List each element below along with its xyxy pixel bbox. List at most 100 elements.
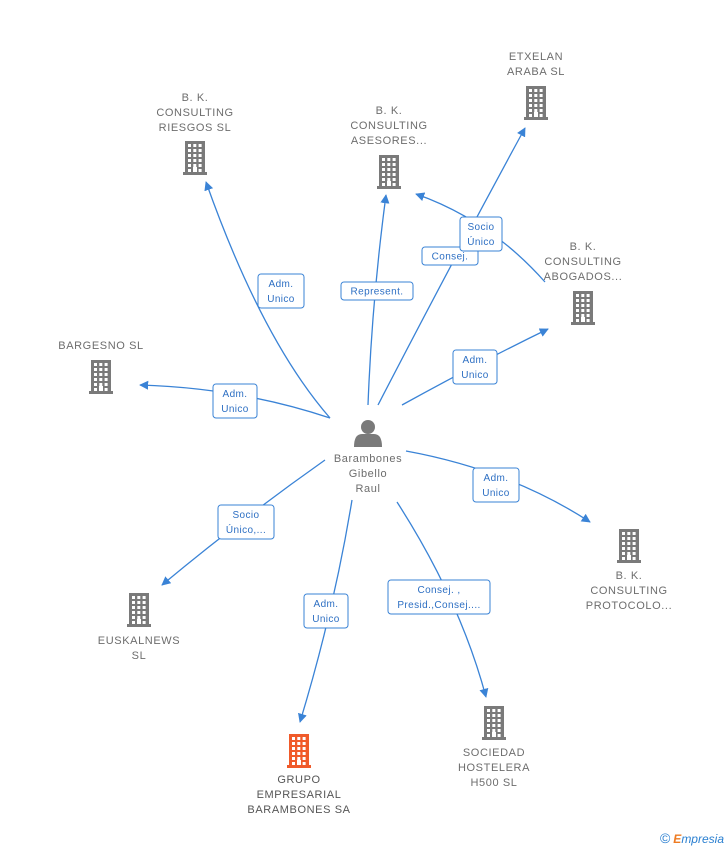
node-label-line: CONSULTING (156, 107, 233, 119)
company-node-bargesno[interactable]: BARGESNO SL (58, 340, 143, 394)
edge-label-bk-protocolo[interactable]: Adm.Unico (472, 467, 520, 503)
node-label-line: BARAMBONES SA (247, 804, 350, 816)
node-label-line: CONSULTING (590, 585, 667, 597)
edge-label-box (212, 383, 258, 419)
edge-label-text: Adm. (269, 279, 294, 290)
node-label-line: B. K. (182, 92, 209, 104)
building-icon (571, 291, 595, 325)
node-label-line: H500 SL (470, 777, 517, 789)
node-label-line: GRUPO (277, 774, 320, 786)
edge-line-etxelan (377, 127, 526, 406)
building-icon (127, 593, 151, 627)
node-label-line: EMPRESARIAL (257, 789, 342, 801)
company-label: SOCIEDAD HOSTELERA H500 SL (458, 747, 530, 789)
company-node-etxelan[interactable]: ETXELAN ARABA SL (507, 51, 565, 120)
company-label: ETXELAN ARABA SL (507, 51, 565, 78)
company-label: BARGESNO SL (58, 340, 143, 352)
edge-label-box (459, 216, 503, 252)
company-node-euskalnews[interactable]: EUSKALNEWS SL (98, 593, 180, 662)
node-label-line: CONSULTING (544, 256, 621, 268)
edge-label-text: Consej. , (417, 585, 460, 596)
node-label-line: ARABA SL (507, 66, 565, 78)
copyright-notice: ©Empresia (660, 830, 724, 846)
company-label: EUSKALNEWS SL (98, 635, 180, 662)
node-label-line: RIESGOS SL (159, 122, 232, 134)
building-icon (482, 706, 506, 740)
edge-label-bk-riesgos[interactable]: Adm. Unico (257, 273, 305, 309)
edge-label-box (472, 467, 520, 503)
edge-label-text: Adm. (223, 389, 248, 400)
node-label-line: BARGESNO SL (58, 340, 143, 352)
edge-label-text: Único (467, 235, 495, 248)
brand-name: mpresia (681, 832, 724, 846)
edge-label-grupo[interactable]: Adm. Unico (303, 593, 349, 629)
edge-label-euskalnews[interactable]: SocioÚnico,... (217, 504, 275, 540)
node-label-line: Gibello (349, 468, 387, 480)
edge-label-text: Adm. (463, 355, 488, 366)
person-icon (354, 420, 382, 447)
company-node-bk-protocolo[interactable]: B. K. CONSULTING PROTOCOLO... (586, 529, 672, 612)
edge-label-text: Socio (467, 222, 494, 233)
brand-initial: E (673, 832, 682, 846)
company-label: GRUPO EMPRESARIAL BARAMBONES SA (247, 774, 350, 816)
edge-label-text: Adm. (484, 473, 509, 484)
edge-label-box (217, 504, 275, 540)
copyright-symbol: © (659, 830, 671, 846)
edge-label-text: Unico (221, 404, 249, 415)
edge-label-box (257, 273, 305, 309)
company-node-grupo[interactable]: GRUPO EMPRESARIAL BARAMBONES SA (247, 734, 350, 816)
edge-label-box (387, 579, 491, 615)
edge-label-text: Unico (312, 614, 340, 625)
edge-line-bk-riesgos (204, 181, 331, 419)
edge-label-box (340, 281, 414, 301)
edge-label-text: Represent. (351, 287, 404, 298)
node-label-line: ETXELAN (509, 51, 563, 63)
building-icon (377, 155, 401, 189)
building-icon (89, 360, 113, 394)
company-label: B. K. CONSULTING ASESORES... (350, 105, 427, 147)
building-icon (287, 734, 311, 768)
node-label-line: B. K. (376, 105, 403, 117)
node-label-line: EUSKALNEWS (98, 635, 180, 647)
building-icon (617, 529, 641, 563)
edge-label-text: Presid.,Consej.... (397, 600, 480, 611)
node-label-line: SOCIEDAD (463, 747, 525, 759)
company-node-sociedad[interactable]: SOCIEDAD HOSTELERA H500 SL (458, 706, 530, 789)
node-label-line: SL (132, 650, 147, 662)
edge-label-sociedad[interactable]: Consej. , Presid.,Consej.... (387, 579, 491, 615)
edge-labels-layer: Adm.UnicoRepresent.Consej.SocioÚnicoAdm.… (212, 216, 520, 629)
company-node-bk-abogados[interactable]: B. K. CONSULTING ABOGADOS... (544, 241, 623, 325)
node-label-line: ASESORES... (351, 135, 427, 147)
node-label-line: CONSULTING (350, 120, 427, 132)
node-label-line: Barambones (334, 453, 402, 465)
edge-label-box (452, 349, 498, 385)
company-node-bk-asesores[interactable]: B. K. CONSULTING ASESORES... (350, 105, 427, 189)
edge-label-box (303, 593, 349, 629)
edge-label-text: Unico (461, 370, 489, 381)
node-label-line: ABOGADOS... (544, 271, 623, 283)
node-label-line: HOSTELERA (458, 762, 530, 774)
edge-label-text: Unico (267, 294, 295, 305)
company-node-bk-riesgos[interactable]: B. K. CONSULTING RIESGOS SL (156, 92, 233, 175)
company-label: B. K. CONSULTING PROTOCOLO... (586, 570, 672, 612)
building-icon (183, 141, 207, 175)
edge-label-bk-asesores[interactable]: Represent. (340, 281, 414, 301)
edge-label-text: Consej. (432, 252, 469, 263)
node-label-line: B. K. (616, 570, 643, 582)
edge-label-bargesno[interactable]: Adm. Unico (212, 383, 258, 419)
node-label-line: Raul (355, 483, 380, 495)
edge-label-text: Socio (232, 510, 259, 521)
node-label-line: B. K. (570, 241, 597, 253)
edge-label-text: Único,... (226, 523, 266, 536)
edge-label-bk-abogados[interactable]: Adm. Unico (452, 349, 498, 385)
node-label-line: PROTOCOLO... (586, 600, 672, 612)
nodes-layer: B. K. CONSULTING RIESGOS SL B. K. CONSULTING… (58, 51, 672, 816)
building-icon (524, 86, 548, 120)
company-label: B. K. CONSULTING RIESGOS SL (156, 92, 233, 134)
edge-label-text: Adm. (314, 599, 339, 610)
company-label: B. K. CONSULTING ABOGADOS... (544, 241, 623, 283)
